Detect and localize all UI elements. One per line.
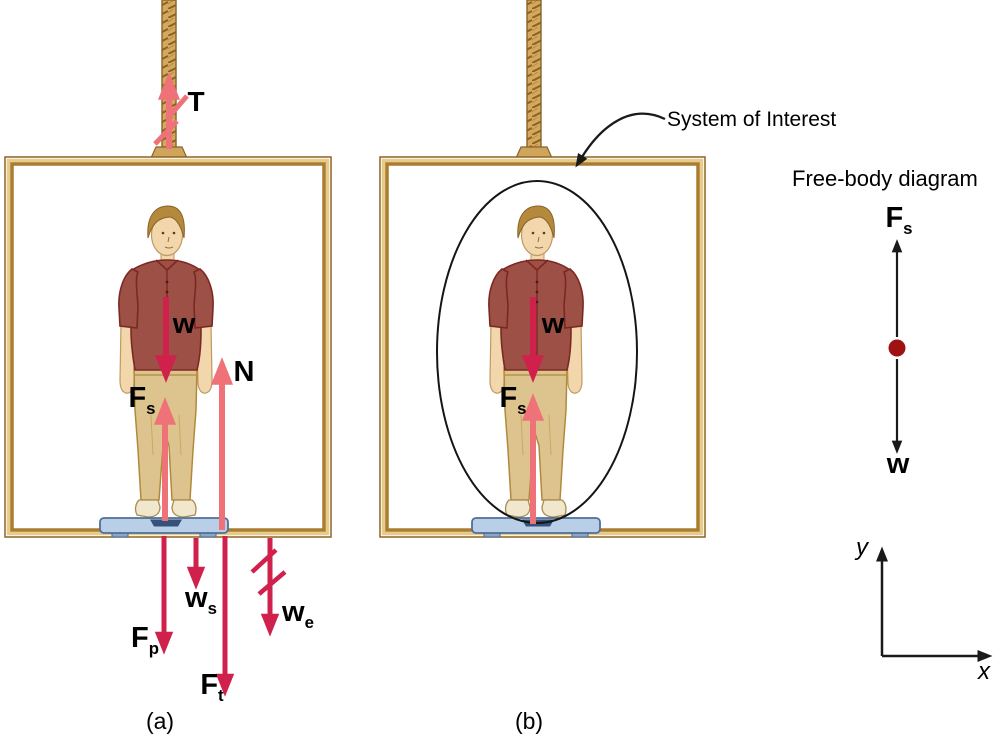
- axis-label-y: y: [856, 534, 868, 561]
- fbd-dot: [888, 339, 906, 357]
- system-annotation: System of Interest: [667, 108, 837, 131]
- axis-label-x: x: [978, 658, 990, 685]
- label-weight-a: w: [172, 308, 196, 340]
- label-scale-force-b: Fs: [499, 382, 527, 418]
- label-tension: T: [187, 86, 205, 117]
- label-normal: N: [233, 356, 255, 388]
- tension-arrow: [153, 72, 189, 149]
- fbd-title: Free-body diagram: [792, 166, 978, 191]
- elevator-weight-arrow: [250, 538, 287, 637]
- label-person-force: Fp: [131, 622, 159, 658]
- caption-b: (b): [514, 708, 544, 734]
- label-weight-b: w: [541, 308, 565, 340]
- system-ellipse: [436, 180, 638, 524]
- label-elevator-weight: we: [282, 596, 314, 632]
- fbd-label-weight: w: [886, 448, 910, 480]
- label-total-force: Ft: [200, 669, 224, 705]
- coordinate-axes: [876, 546, 993, 662]
- label-scale-weight: ws: [185, 582, 217, 618]
- system-leader-arrow: [575, 112, 666, 168]
- fbd-label-scale-force: Fs: [885, 202, 913, 238]
- label-scale-force-a: Fs: [128, 382, 156, 418]
- rope-b: [515, 0, 553, 159]
- caption-a: (a): [145, 708, 175, 734]
